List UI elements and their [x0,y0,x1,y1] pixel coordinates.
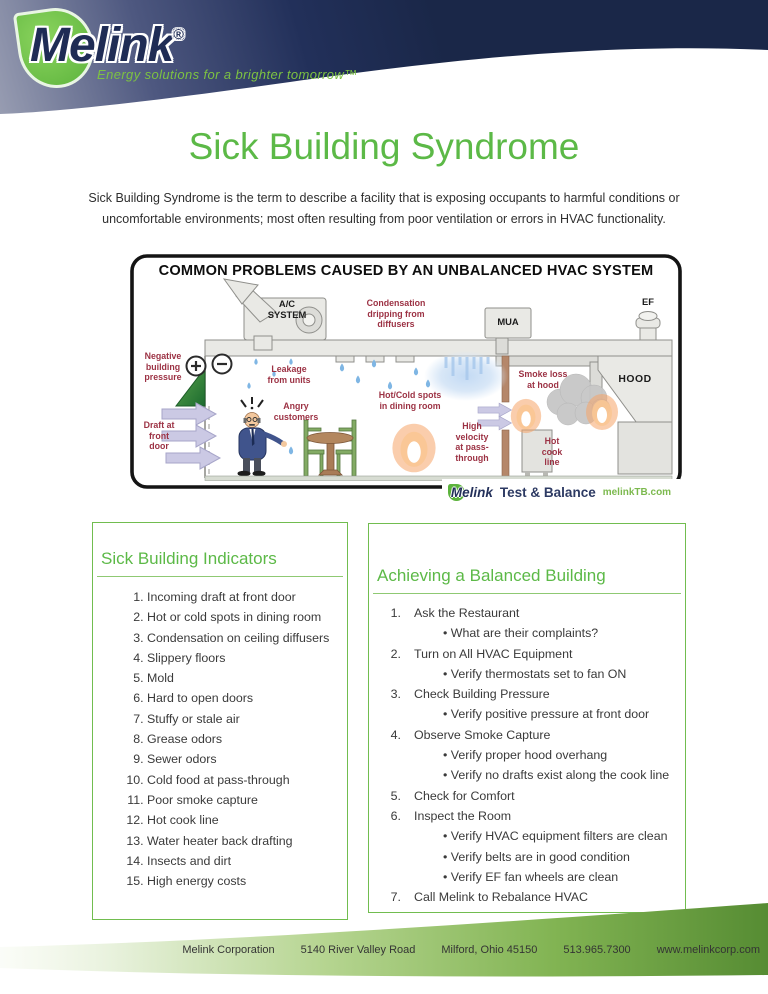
label-leakage: Leakage from units [267,364,311,385]
step-item: 1.Ask the Restaurant [390,606,520,620]
badge-site: melinkTB.com [602,487,672,498]
label-mua: MUA [497,316,519,327]
badge-leaf-icon [447,483,465,501]
indicator-list-item: Cold food at pass-through [147,770,347,790]
footer-segment: www.melinkcorp.com [656,944,760,956]
brand-tagline: Energy solutions for a brighter tomorrow… [97,67,358,82]
step-sub-item: • Verify no drafts exist along the cook … [443,768,670,783]
indicator-list-item: Stuffy or stale air [147,709,347,729]
step-item: 7.Call Melink to Rebalance HVAC [390,890,589,905]
header-banner: Melink® Energy solutions for a brighter … [0,0,768,120]
label-condensation: Condensation dripping from diffusers [366,298,426,330]
dining-table [306,432,354,476]
footer-swoosh [0,903,768,977]
step-sub-item: • Verify HVAC equipment filters are clea… [443,829,668,844]
label-high-velocity: High velocity at pass- through [455,421,489,463]
label-ef: EF [642,296,654,307]
right-heading-rule [373,593,681,594]
footer-segment: 5140 River Valley Road [300,944,416,956]
intro-paragraph: Sick Building Syndrome is the term to de… [88,191,680,226]
step-item: 5.Check for Comfort [390,788,515,803]
label-draft-front-door: Draft at front door [143,420,175,452]
sick-indicators-list: Incoming draft at front doorHot or cold … [93,587,347,891]
indicator-list-item: Mold [147,668,347,688]
footer-contact-line: Melink Corporation 5140 River Valley Road… [0,944,760,956]
label-negative-pressure: Negative building pressure [144,351,182,383]
label-ac-system: A/C SYSTEM [267,298,307,320]
left-panel-heading: Sick Building Indicators [101,549,277,568]
step-item: 2.Turn on All HVAC Equipment [390,646,573,661]
indicator-list-item: Sewer odors [147,749,347,769]
indicator-list-item: Slippery floors [147,648,347,668]
step-sub-item: • Verify positive pressure at front door [443,707,650,722]
step-sub-item: • What are their complaints? [443,626,599,641]
label-hood: HOOD [618,374,652,385]
footer-segment: 513.965.7300 [563,944,631,956]
step-sub-item: • Verify belts are in good condition [443,849,630,864]
page-title: Sick Building Syndrome [188,126,580,167]
badge-brand-wrap: Melink [447,483,493,502]
indicator-list-item: Poor smoke capture [147,790,347,810]
indicator-list-item: Incoming draft at front door [147,587,347,607]
hvac-diagram-illustration [130,254,682,489]
indicator-list-item: Hot cook line [147,810,347,830]
hvac-diagram: COMMON PROBLEMS CAUSED BY AN UNBALANCED … [128,252,684,508]
footer-segment: Melink Corporation [182,944,275,956]
melink-logo-text: Melink® [30,19,184,72]
step-item: 4.Observe Smoke Capture [390,727,551,742]
test-balance-badge: Melink Test & Balance melinkTB.com [442,479,680,506]
indicator-list-item: Insects and dirt [147,851,347,871]
indicator-list-item: Hard to open doors [147,688,347,708]
label-smoke-loss: Smoke loss at hood [518,369,568,390]
sick-building-indicators-panel: Sick Building Indicators Incoming draft … [92,522,348,920]
header-swoosh [0,0,768,114]
badge-name: Test & Balance [499,485,596,500]
indicator-list-item: High energy costs [147,871,347,891]
step-sub-item: • Verify EF fan wheels are clean [443,869,619,884]
left-heading-rule [97,576,343,577]
indicator-list-item: Grease odors [147,729,347,749]
angry-customer-figure [237,397,294,477]
indicator-list-item: Water heater back drafting [147,831,347,851]
indicator-list-item: Hot or cold spots in dining room [147,607,347,627]
step-item: 3.Check Building Pressure [390,687,550,702]
label-hot-cook-line: Hot cook line [541,436,563,468]
label-angry-customers: Angry customers [273,401,319,422]
step-sub-item: • Verify thermostats set to fan ON [443,666,627,681]
balanced-steps-list: 1.Ask the Restaurant • What are their com… [369,603,685,907]
step-item: 6.Inspect the Room [390,808,512,823]
indicator-list-item: Condensation on ceiling diffusers [147,628,347,648]
step-sub-item: • Verify proper hood overhang [443,748,608,763]
badge-brand: Melink [450,484,493,500]
footer-segment: Milford, Ohio 45150 [441,944,538,956]
label-hot-cold-spots: Hot/Cold spots in dining room [378,390,442,411]
right-panel-heading: Achieving a Balanced Building [377,566,606,585]
balanced-building-panel: Achieving a Balanced Building 1.Ask the … [368,523,686,913]
registered-mark: ® [173,26,183,42]
diagram-title: COMMON PROBLEMS CAUSED BY AN UNBALANCED … [158,263,654,279]
